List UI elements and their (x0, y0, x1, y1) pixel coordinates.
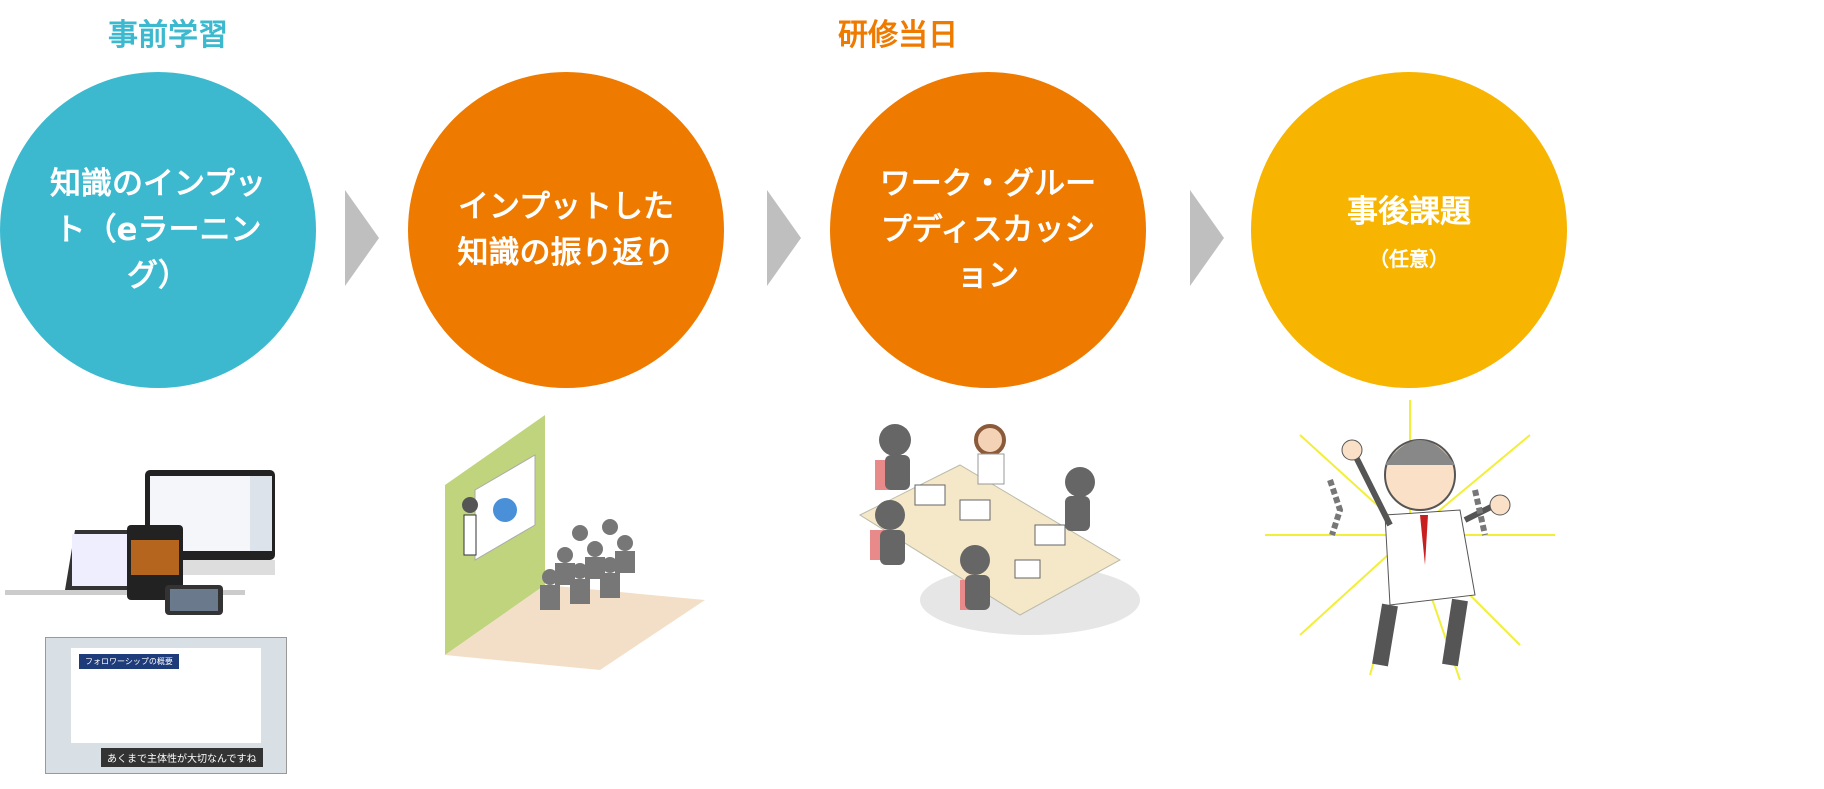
step-circle-elearning: 知識のインプット（eラーニング） (0, 72, 316, 388)
step-circle-assignment: 事後課題 （任意） (1251, 72, 1567, 388)
step-title: ワーク・グループディスカッション (879, 166, 1097, 294)
slide-header: フォロワーシップの概要 (79, 654, 179, 669)
slide-caption: あくまで主体性が大切なんですね (101, 748, 263, 767)
step-title: 知識のインプット（eラーニング） (49, 166, 267, 294)
phase-label-day: 研修当日 (838, 18, 958, 53)
chevron-right-icon (767, 190, 801, 286)
chevron-right-icon (1190, 190, 1224, 286)
phase-label-pre: 事前学習 (108, 18, 228, 53)
chevron-right-icon (345, 190, 379, 286)
step-subtitle: （任意） (1369, 246, 1449, 271)
elearning-slide-thumbnail: フォロワーシップの概要 あくまで主体性が大切なんですね (45, 637, 287, 774)
step-title: 事後課題 (1347, 193, 1471, 230)
group-discussion-illustration (858, 424, 1140, 635)
celebrating-man-illustration (1265, 400, 1555, 681)
step-circle-review: インプットした知識の振り返り (408, 72, 724, 388)
lecture-room-illustration (445, 415, 705, 670)
step-title: インプットした知識の振り返り (457, 189, 675, 271)
devices-illustration (5, 470, 275, 615)
step-circle-group-work: ワーク・グループディスカッション (830, 72, 1146, 388)
